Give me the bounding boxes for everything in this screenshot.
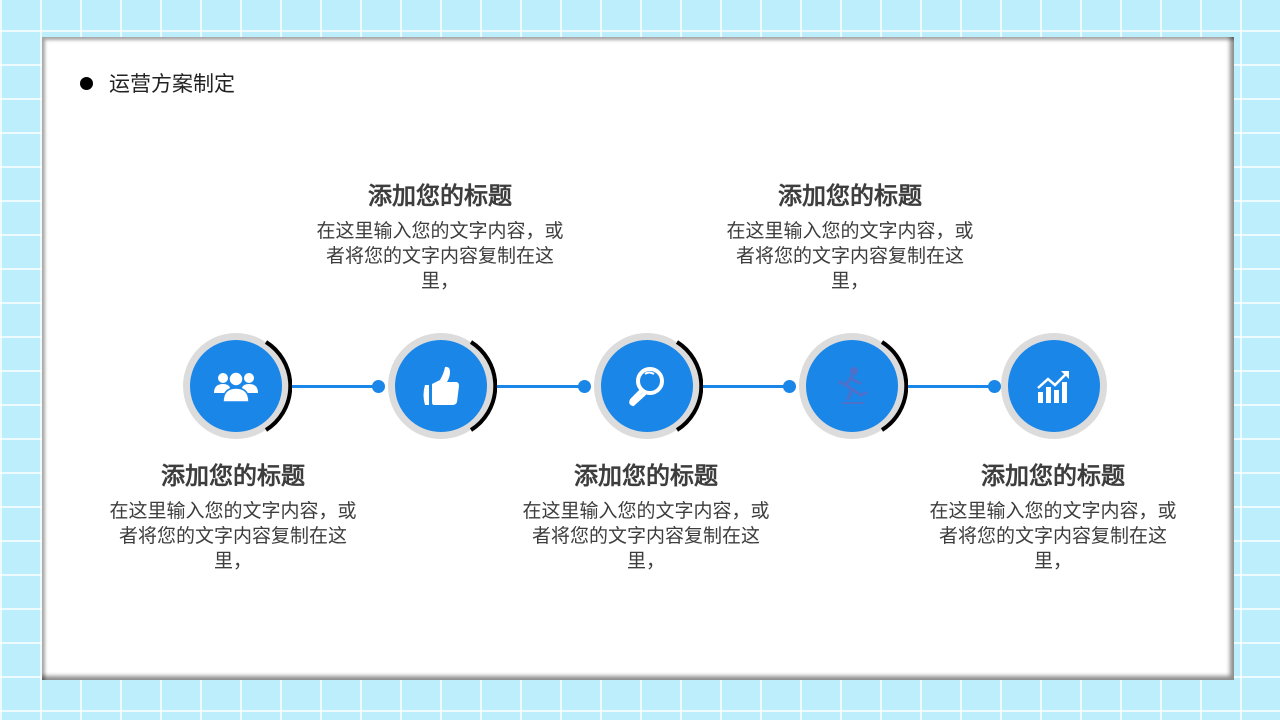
step-title: 添加您的标题 — [161, 462, 305, 490]
step-body: 在这里输入您的文字内容，或者将您的文字内容复制在这里， — [316, 220, 564, 292]
step-body: 在这里输入您的文字内容，或者将您的文字内容复制在这里， — [929, 500, 1177, 572]
step-text-4: 添加您的标题 在这里输入您的文字内容，或者将您的文字内容复制在这里， — [700, 181, 1000, 294]
progress-arc — [675, 340, 703, 432]
step-node-4 — [799, 333, 908, 439]
step-title: 添加您的标题 — [981, 462, 1125, 490]
growth-chart-icon — [1037, 371, 1069, 403]
connector-dot — [988, 380, 1001, 393]
step-body: 在这里输入您的文字内容，或者将您的文字内容复制在这里， — [109, 500, 357, 572]
progress-arc — [880, 340, 908, 432]
connector-line-1 — [288, 380, 385, 393]
progress-arc — [469, 340, 497, 432]
step-text-1: 添加您的标题 在这里输入您的文字内容，或者将您的文字内容复制在这里， — [83, 461, 383, 574]
heading-text: 运营方案制定 — [109, 72, 235, 96]
connector-dot — [372, 380, 385, 393]
connector-line-4 — [905, 380, 1001, 393]
magnifier-icon — [629, 367, 664, 407]
running-person-icon — [838, 367, 868, 404]
step-node-3 — [594, 333, 703, 439]
step-title: 添加您的标题 — [368, 182, 512, 210]
thumbs-up-icon — [423, 366, 459, 405]
step-node-1 — [183, 333, 292, 439]
step-text-3: 添加您的标题 在这里输入您的文字内容，或者将您的文字内容复制在这里， — [496, 461, 796, 574]
connector-dot — [578, 380, 591, 393]
step-node-2 — [388, 333, 497, 439]
users-icon — [214, 371, 258, 403]
bullet-icon — [80, 76, 93, 90]
step-node-5 — [1001, 333, 1107, 439]
connector-dot — [783, 380, 796, 393]
step-title: 添加您的标题 — [778, 182, 922, 210]
connector-line-2 — [494, 380, 591, 393]
step-body: 在这里输入您的文字内容，或者将您的文字内容复制在这里， — [522, 500, 770, 572]
connector-line-3 — [700, 380, 796, 393]
section-heading: 运营方案制定 — [80, 68, 235, 98]
step-text-5: 添加您的标题 在这里输入您的文字内容，或者将您的文字内容复制在这里， — [903, 461, 1203, 574]
progress-arc — [264, 340, 292, 432]
step-title: 添加您的标题 — [574, 462, 718, 490]
step-text-2: 添加您的标题 在这里输入您的文字内容，或者将您的文字内容复制在这里， — [290, 181, 590, 294]
step-body: 在这里输入您的文字内容，或者将您的文字内容复制在这里， — [726, 220, 974, 292]
